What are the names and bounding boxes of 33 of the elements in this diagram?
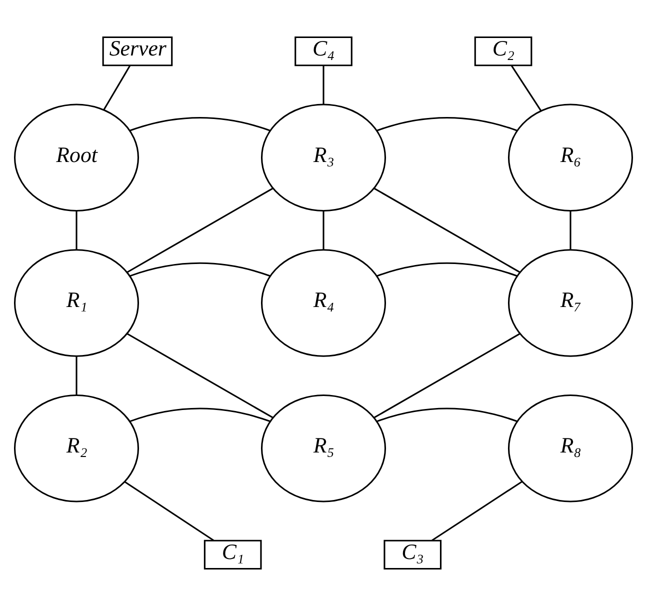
node-ellipse: R₇ xyxy=(508,248,634,356)
connector xyxy=(126,332,274,418)
node-box: C₁ xyxy=(204,539,262,570)
connector xyxy=(124,480,214,541)
node-box: C₃ xyxy=(384,539,442,570)
connector xyxy=(510,64,542,110)
node-ellipse: R₃ xyxy=(260,103,386,212)
connector xyxy=(374,187,520,273)
connector xyxy=(76,356,78,394)
node-box: C₄ xyxy=(294,36,352,66)
connector xyxy=(130,116,270,131)
connector xyxy=(130,262,270,276)
node-ellipse: R₄ xyxy=(260,248,386,356)
connector xyxy=(374,332,520,418)
connector xyxy=(570,210,572,249)
node-box: Server xyxy=(102,36,173,66)
connector xyxy=(126,187,274,273)
connector xyxy=(322,210,324,249)
connector xyxy=(322,65,324,104)
connector xyxy=(76,210,78,249)
connector xyxy=(376,407,518,422)
connector xyxy=(432,480,522,541)
connector xyxy=(376,262,518,276)
connector xyxy=(130,407,270,422)
connector xyxy=(376,116,518,131)
node-ellipse: R₅ xyxy=(260,394,386,502)
connector xyxy=(103,64,131,110)
node-box: C₂ xyxy=(474,36,532,66)
node-ellipse: R₈ xyxy=(508,394,634,502)
node-ellipse: R₆ xyxy=(508,103,634,212)
node-ellipse: Root xyxy=(14,103,140,212)
node-ellipse: R₁ xyxy=(14,248,140,356)
node-ellipse: R₂ xyxy=(14,394,140,502)
